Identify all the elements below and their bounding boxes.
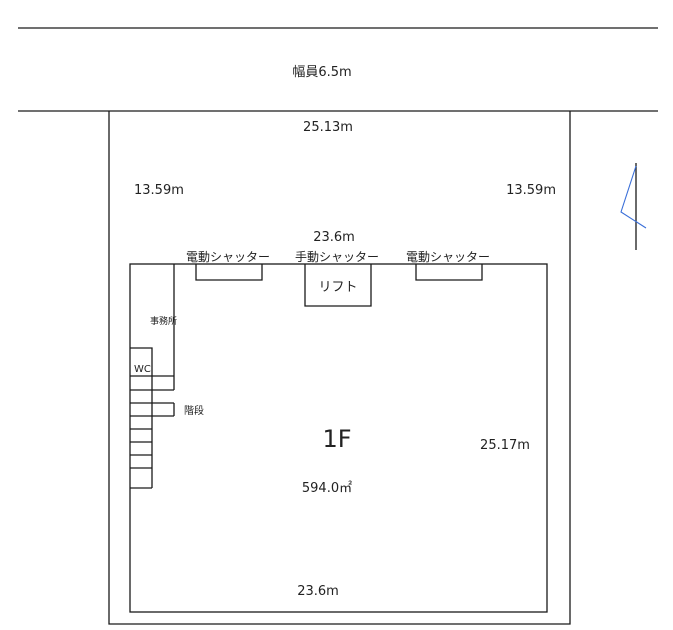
electric-shutter-left-label: 電動シャッター [186, 250, 270, 264]
stairs [130, 389, 175, 489]
site-boundary [108, 111, 571, 625]
site-left-depth-label: 13.59m [134, 183, 184, 198]
building-outline [129, 263, 548, 613]
floor-label: 1F [322, 425, 351, 453]
floor-area-label: 594.0㎡ [302, 481, 352, 496]
manual-shutter-label: 手動シャッター [295, 250, 379, 264]
site-right-depth-label: 13.59m [506, 183, 556, 198]
stairs-label: 階段 [184, 404, 204, 417]
electric-shutter-right-opening [415, 264, 483, 281]
building-back-width-label: 23.6m [297, 584, 339, 599]
lift-label: リフト [318, 280, 357, 295]
north-arrow-icon [620, 163, 647, 250]
building-front-width-label: 23.6m [313, 230, 355, 245]
building-side-length-label: 25.17m [480, 438, 530, 453]
office-label: 事務所 [150, 315, 177, 327]
lift-box [304, 264, 372, 307]
road-width-label: 幅員6.5m [292, 65, 351, 80]
site-top-width-label: 25.13m [303, 120, 353, 135]
wc-label: WC [134, 364, 151, 375]
electric-shutter-left-opening [195, 264, 263, 281]
electric-shutter-right-label: 電動シャッター [406, 250, 490, 264]
